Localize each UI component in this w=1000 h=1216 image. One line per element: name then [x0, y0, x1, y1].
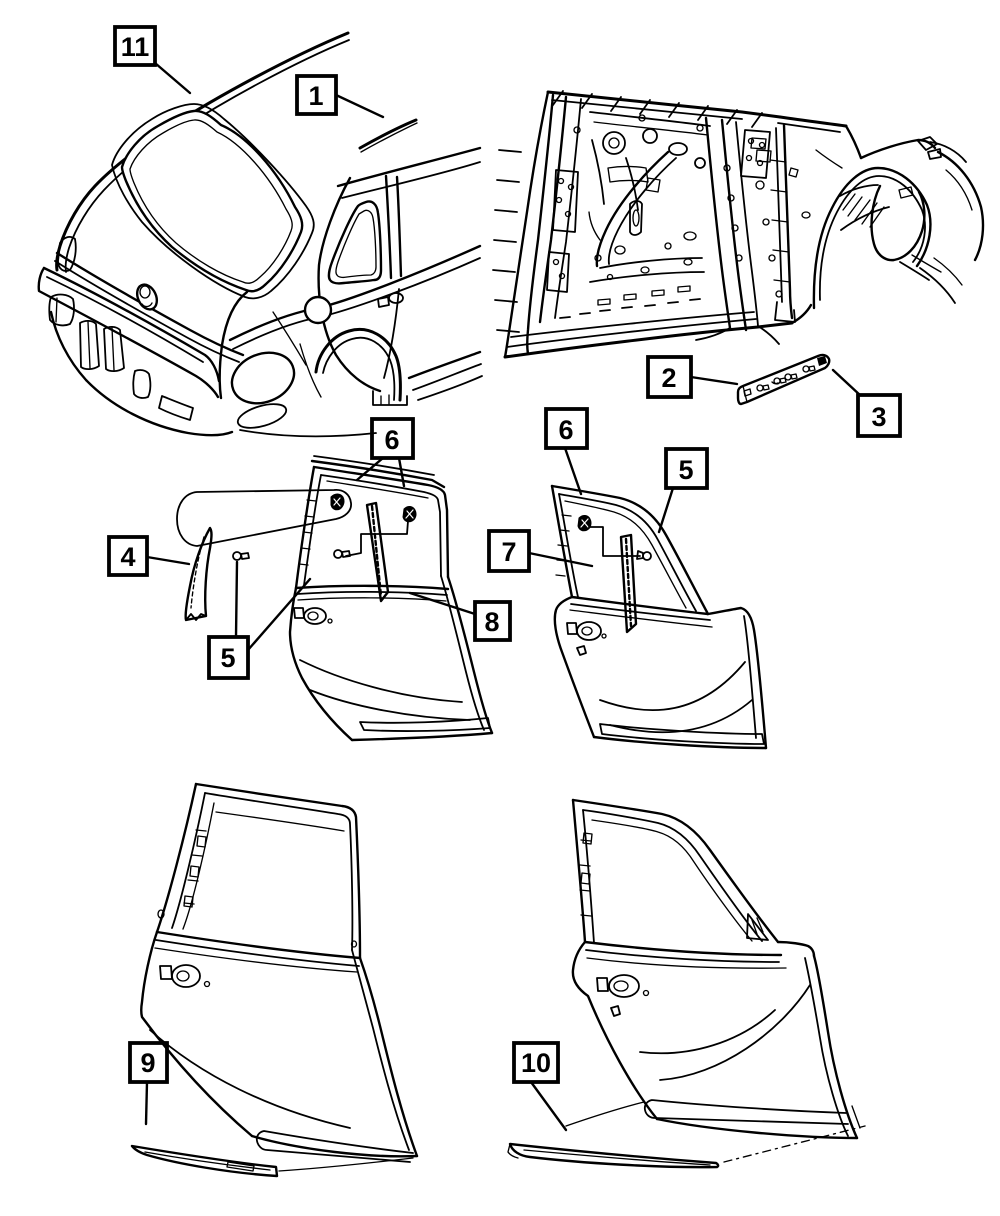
svg-text:6: 6	[384, 425, 399, 455]
svg-text:9: 9	[140, 1048, 155, 1078]
svg-text:4: 4	[120, 542, 135, 572]
svg-text:6: 6	[558, 415, 573, 445]
svg-text:5: 5	[220, 643, 235, 673]
svg-text:10: 10	[521, 1048, 551, 1078]
svg-text:8: 8	[484, 607, 499, 637]
svg-text:5: 5	[678, 455, 693, 485]
svg-text:3: 3	[871, 402, 886, 432]
svg-text:1: 1	[308, 81, 323, 111]
svg-text:7: 7	[501, 537, 516, 567]
svg-text:2: 2	[661, 363, 676, 393]
svg-text:11: 11	[121, 32, 150, 62]
